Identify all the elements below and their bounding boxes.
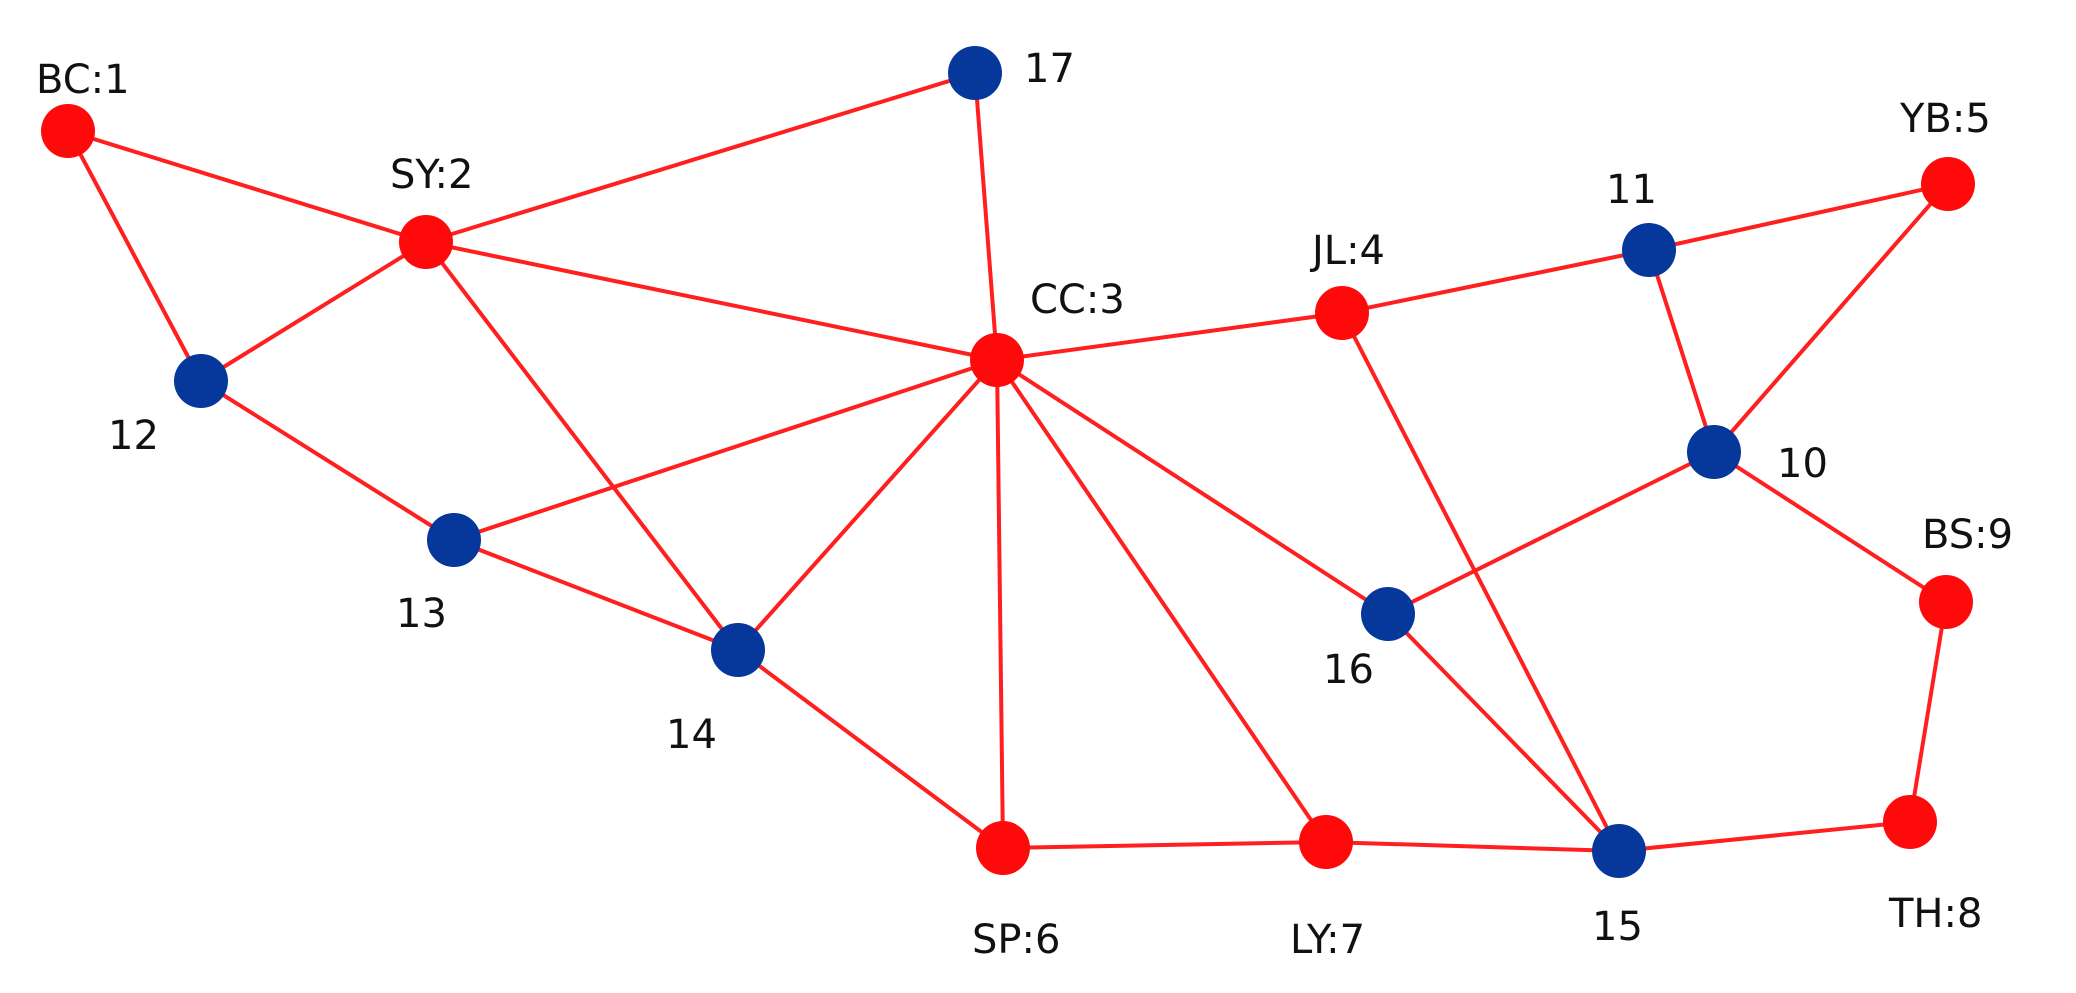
edge-3-6 <box>995 358 1005 850</box>
node-label-10: 10 <box>1777 441 1828 487</box>
node-8 <box>1883 795 1937 849</box>
node-label-5: YB:5 <box>1899 96 1991 142</box>
node-15 <box>1592 824 1646 878</box>
node-label-7: LY:7 <box>1290 917 1365 963</box>
edge-11-5 <box>1647 182 1950 252</box>
node-2 <box>399 215 453 269</box>
edge-1-12 <box>66 129 203 383</box>
node-7 <box>1299 815 1353 869</box>
edge-3-16 <box>995 358 1390 616</box>
node-12 <box>174 354 228 408</box>
node-11 <box>1622 223 1676 277</box>
node-4 <box>1315 286 1369 340</box>
node-label-13: 13 <box>396 591 447 637</box>
labels-layer: BC:1SY:2CC:3 JL:4 YB:5SP:6 LY:7 TH:8 BS:9 10 11… <box>36 46 2013 963</box>
node-label-3: CC:3 <box>1030 277 1125 323</box>
edge-15-8 <box>1617 820 1912 853</box>
edge-7-15 <box>1324 840 1621 853</box>
node-label-1: BC:1 <box>36 57 130 103</box>
node-label-9: BS:9 <box>1922 512 2013 558</box>
edge-12-13 <box>199 379 456 542</box>
edge-10-9 <box>1712 450 1948 604</box>
node-label-8: TH:8 <box>1888 891 1982 937</box>
node-label-11: 11 <box>1606 167 1657 213</box>
node-10 <box>1687 425 1741 479</box>
node-14 <box>711 623 765 677</box>
node-9 <box>1919 575 1973 629</box>
nodes-layer <box>41 46 1975 878</box>
edge-11-10 <box>1647 248 1716 454</box>
node-16 <box>1361 587 1415 641</box>
node-label-4: JL:4 <box>1309 228 1385 274</box>
edge-10-16 <box>1386 450 1716 616</box>
node-label-12: 12 <box>108 413 159 459</box>
edge-2-3 <box>424 240 999 362</box>
node-1 <box>41 104 95 158</box>
edge-6-7 <box>1001 840 1328 850</box>
edge-5-10 <box>1712 182 1950 454</box>
edge-4-11 <box>1340 248 1651 315</box>
edge-3-14 <box>736 358 999 652</box>
node-label-14: 14 <box>666 712 717 758</box>
node-label-16: 16 <box>1323 647 1374 693</box>
node-label-17: 17 <box>1024 46 1075 92</box>
edge-2-14 <box>424 240 740 652</box>
node-3 <box>970 333 1024 387</box>
node-label-6: SP:6 <box>972 917 1060 963</box>
node-label-15: 15 <box>1592 904 1643 950</box>
node-5 <box>1921 157 1975 211</box>
node-13 <box>427 513 481 567</box>
edge-14-6 <box>736 648 1005 850</box>
edge-13-14 <box>452 538 740 652</box>
edge-1-2 <box>66 129 428 244</box>
edge-17-3 <box>973 71 999 362</box>
edge-3-13 <box>452 358 999 542</box>
edge-2-12 <box>199 240 428 383</box>
node-6 <box>976 821 1030 875</box>
edge-3-7 <box>995 358 1328 844</box>
edge-9-8 <box>1908 600 1948 824</box>
edge-4-15 <box>1340 311 1621 853</box>
edge-2-17 <box>424 71 977 244</box>
edge-3-4 <box>995 311 1344 362</box>
node-17 <box>948 46 1002 100</box>
edge-16-15 <box>1386 612 1621 853</box>
edges-layer <box>66 71 1950 853</box>
node-label-2: SY:2 <box>390 152 473 198</box>
